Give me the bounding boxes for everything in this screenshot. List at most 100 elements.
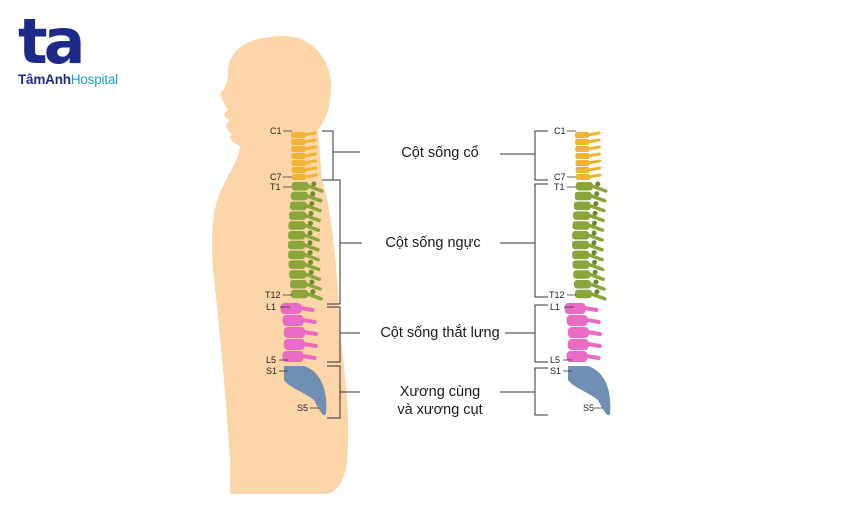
thoracic-vertebra xyxy=(572,260,590,269)
logo-mark: ta xyxy=(18,5,86,78)
cervical-process xyxy=(587,173,602,179)
thoracic-process xyxy=(587,213,605,223)
thoracic-process xyxy=(590,184,608,193)
thoracic-facet xyxy=(310,191,316,197)
thoracic-process xyxy=(588,203,606,213)
thoracic-process xyxy=(303,272,321,281)
cervical-process xyxy=(586,152,601,158)
cervical-process xyxy=(303,173,318,179)
thoracic-process xyxy=(302,233,320,242)
thoracic-process xyxy=(586,223,605,232)
thoracic-process xyxy=(588,282,606,291)
label-c7-left: C7 xyxy=(270,172,282,182)
lumbar-process xyxy=(298,306,315,312)
cervical-vertebra xyxy=(291,139,306,145)
thoracic-vertebra xyxy=(288,240,306,250)
cervical-vertebra xyxy=(291,167,306,173)
vertebra-label-ticks xyxy=(279,130,603,409)
bracket-cervical-right xyxy=(500,130,548,181)
cervical-vertebra xyxy=(291,132,306,138)
bracket-lumbar-right xyxy=(505,304,548,363)
thoracic-process xyxy=(306,184,324,193)
thoracic-vertebra xyxy=(574,289,592,299)
thoracic-vertebra xyxy=(288,221,306,230)
label-l1-left: L1 xyxy=(266,302,276,312)
thoracic-vertebra xyxy=(291,182,309,191)
lumbar-vertebra xyxy=(567,339,589,350)
spine-left xyxy=(280,131,327,416)
label-c7-right: C7 xyxy=(554,172,566,182)
thoracic-vertebra xyxy=(572,231,590,240)
thoracic-process xyxy=(302,243,320,252)
cervical-process xyxy=(302,131,317,137)
connector-lines xyxy=(322,130,548,419)
label-c1-right: C1 xyxy=(554,126,566,136)
thoracic-facet xyxy=(308,269,314,275)
thoracic-facet xyxy=(307,230,313,236)
thoracic-facet xyxy=(594,191,600,197)
thoracic-facet xyxy=(592,210,598,216)
lumbar-vertebra xyxy=(566,351,588,362)
cervical-vertebra xyxy=(575,174,590,180)
thoracic-process xyxy=(586,233,604,242)
thoracic-facet xyxy=(307,250,313,256)
label-s5-right: S5 xyxy=(583,403,594,413)
cervical-vertebra xyxy=(575,153,590,159)
body-silhouette xyxy=(212,35,349,495)
lumbar-vertebra xyxy=(564,303,586,314)
thoracic-process xyxy=(302,262,321,272)
lumbar-vertebra xyxy=(567,327,589,338)
cervical-vertebra xyxy=(575,160,590,166)
thoracic-vertebra xyxy=(574,280,591,289)
lumbar-process xyxy=(585,330,602,336)
thoracic-facet xyxy=(307,220,313,226)
thoracic-facet xyxy=(595,181,601,187)
thoracic-process xyxy=(589,292,607,301)
cervical-vertebra xyxy=(575,167,590,173)
thoracic-facet xyxy=(593,201,599,207)
thoracic-vertebra xyxy=(574,191,592,201)
lumbar-process xyxy=(584,318,601,324)
cervical-process xyxy=(303,166,318,172)
thoracic-facet xyxy=(309,201,315,207)
thoracic-process xyxy=(302,252,320,262)
cervical-vertebra xyxy=(575,146,590,152)
thoracic-process xyxy=(305,292,323,301)
thoracic-facet xyxy=(594,289,600,295)
cervical-vertebra xyxy=(291,160,306,166)
label-l1-right: L1 xyxy=(550,302,560,312)
thoracic-facet xyxy=(591,230,597,236)
cervical-process xyxy=(302,152,317,158)
bracket-thoracic-right xyxy=(500,183,548,298)
thoracic-facet xyxy=(311,181,317,187)
label-t12-left: T12 xyxy=(265,290,281,300)
region-label-sacral-2: và xương cụt xyxy=(397,402,483,418)
cervical-process xyxy=(586,138,601,144)
cervical-vertebra xyxy=(291,146,306,152)
cervical-process xyxy=(587,166,602,172)
thoracic-vertebra xyxy=(289,211,307,220)
thoracic-facet xyxy=(592,259,598,265)
thoracic-facet xyxy=(591,250,597,256)
logo-name-part2: Hospital xyxy=(70,72,118,87)
cervical-process xyxy=(586,145,601,151)
label-s5-left: S5 xyxy=(297,403,308,413)
cervical-process xyxy=(586,131,601,137)
thoracic-vertebra xyxy=(572,221,590,230)
thoracic-facet xyxy=(593,279,599,285)
bracket-sacral-left xyxy=(327,365,360,419)
sacrum-coccyx xyxy=(568,366,611,416)
thoracic-vertebra xyxy=(573,270,591,279)
region-label-cervical: Cột sống cổ xyxy=(401,145,479,161)
cervical-vertebra xyxy=(575,139,590,145)
lumbar-vertebra xyxy=(566,315,588,326)
thoracic-process xyxy=(586,262,605,272)
label-s1-right: S1 xyxy=(550,366,561,376)
region-label-lumbar: Cột sống thắt lưng xyxy=(380,325,500,341)
label-l5-left: L5 xyxy=(266,355,276,365)
label-t1-right: T1 xyxy=(554,182,565,192)
cervical-process xyxy=(302,138,317,144)
cervical-process xyxy=(303,159,318,165)
label-l5-right: L5 xyxy=(550,355,560,365)
